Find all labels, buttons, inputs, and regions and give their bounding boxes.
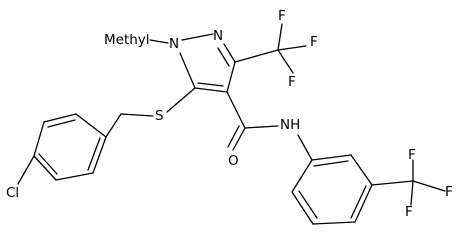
bond-ar2-a-inner xyxy=(313,160,349,167)
bond-c5-n1 xyxy=(179,52,196,89)
bond-c3-cf3 xyxy=(234,49,279,63)
atom-label-o: O xyxy=(228,153,239,169)
bond-n1-methyl xyxy=(149,39,169,44)
bond-c5-s xyxy=(166,87,196,113)
atom-label-s: S xyxy=(155,108,164,124)
bond-carbonyl-nh xyxy=(244,125,279,129)
bond-ar1-a-inner xyxy=(87,137,101,171)
atom-label-n2: N xyxy=(213,28,223,44)
bond-cf3-f3 xyxy=(277,49,294,74)
bond-ar2-cf3 xyxy=(371,180,414,186)
bond-ar1-c-inner xyxy=(38,153,58,175)
atom-label-cl: Cl xyxy=(6,185,19,201)
bond-c4-c5-double-inner xyxy=(197,82,224,87)
bond-ar1-f xyxy=(75,113,107,138)
atom-label-f1: F xyxy=(278,8,286,24)
bond-n2-c3-double-inner xyxy=(217,47,230,67)
bond-c4-c5-double xyxy=(194,87,228,93)
bond-ar1-e xyxy=(43,113,77,123)
bond-ar2-c-inner xyxy=(350,185,367,219)
atom-label-methyl: Methyl xyxy=(104,32,150,48)
bond-ar2-a xyxy=(311,154,352,161)
bond-ar2-d xyxy=(312,221,356,225)
bond-lines xyxy=(17,23,446,225)
bond-c3-c4 xyxy=(226,61,236,93)
bond-ar1-c xyxy=(33,155,57,181)
atom-label-f6: F xyxy=(405,204,413,220)
bond-carbonyl-o xyxy=(232,127,246,151)
bond-ch2-aryl xyxy=(105,113,122,138)
atom-label-f3: F xyxy=(288,74,296,90)
bond-cf3-f2 xyxy=(277,45,307,51)
bond-cf3b-f5 xyxy=(412,180,446,192)
atom-label-f4: F xyxy=(408,147,416,163)
bond-ar1-d xyxy=(33,121,45,157)
bond-ar1-cl xyxy=(17,155,35,185)
bond-ar2-e xyxy=(291,191,314,225)
bond-ar2-c xyxy=(354,184,373,223)
bond-ar1-a xyxy=(92,136,107,174)
bond-ar1-b xyxy=(55,172,94,181)
atom-label-nh: NH xyxy=(280,117,300,133)
bond-nh-aryl xyxy=(297,134,313,161)
atom-label-f5: F xyxy=(445,184,453,200)
bond-cf3b-f6 xyxy=(410,180,414,206)
bond-carbonyl-o-inner xyxy=(227,125,240,148)
atom-label-n1: N xyxy=(169,36,179,52)
atom-label-f2: F xyxy=(310,34,318,50)
bond-ar2-b xyxy=(350,154,373,186)
bond-n2-c3-double xyxy=(223,43,236,63)
atom-labels: N N Methyl F F F S O NH Cl F F F xyxy=(6,8,453,220)
bond-cf3-f1 xyxy=(277,23,283,51)
bond-s-ch2 xyxy=(120,113,154,117)
bond-c4-carbonyl xyxy=(226,91,246,129)
bond-n1-n2 xyxy=(181,33,214,41)
bond-ar2-f xyxy=(291,159,313,193)
bond-ar1-e-inner xyxy=(47,119,76,128)
bond-ar2-e-inner xyxy=(298,190,318,219)
